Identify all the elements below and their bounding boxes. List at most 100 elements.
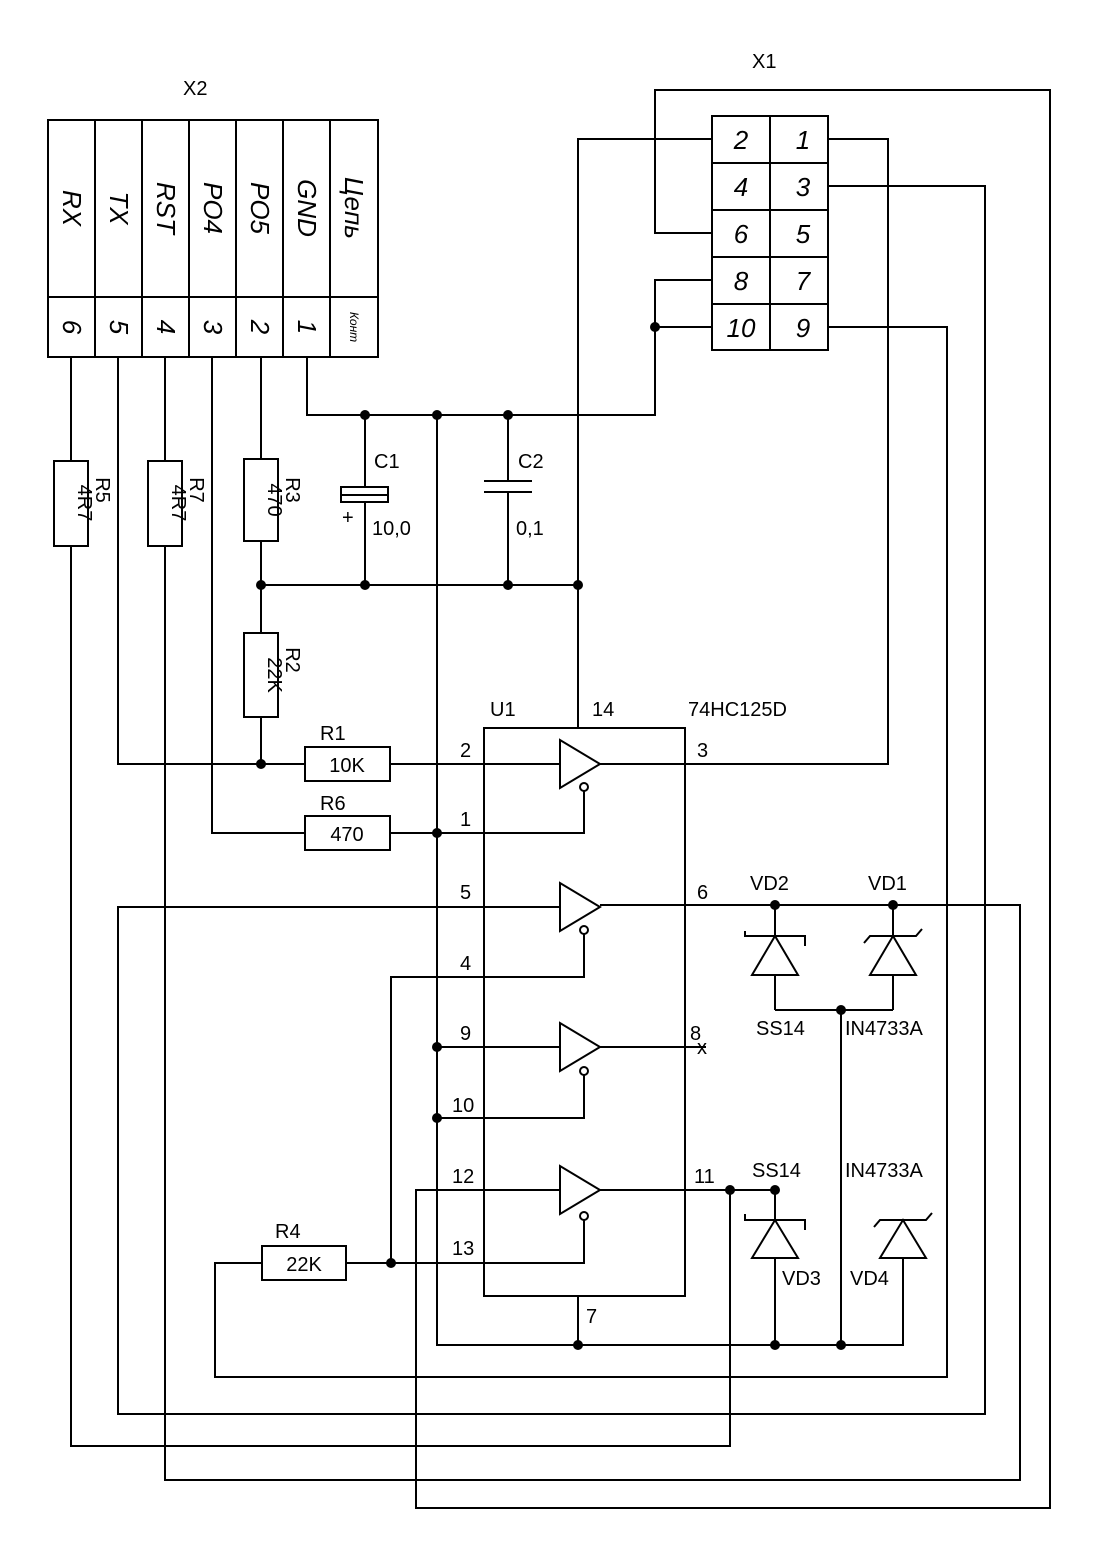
x2-pin-3: 3 [198, 320, 228, 335]
junction-dot [432, 410, 442, 420]
u1-pin-8: 8 [690, 1023, 701, 1045]
junction-dot [360, 410, 370, 420]
junction-dot [432, 828, 442, 838]
buffer-gate-4 [559, 1164, 602, 1221]
junction-dot [432, 1113, 442, 1123]
junction-dot [770, 1185, 780, 1195]
x2-pin-4: 4 [151, 320, 181, 334]
resistor-r7: 4R7 R7 [147, 460, 207, 547]
x2-signal-po4: PO4 [198, 182, 228, 234]
vd3-ref: VD3 [782, 1268, 821, 1290]
diode-vd2: VD2 SS14 [744, 873, 806, 1040]
u1-pin-9: 9 [460, 1023, 471, 1045]
junction-dot [888, 900, 898, 910]
u1-pin-6: 6 [697, 882, 708, 904]
x1-pin-9: 9 [796, 313, 810, 343]
vd4-part: IN4733A [845, 1160, 923, 1182]
r3-value: 470 [263, 483, 285, 516]
no-connect-mark: x [697, 1037, 707, 1059]
capacitor-c2: C2 0,1 [484, 451, 544, 540]
x2-ref: X2 [183, 78, 207, 100]
r5-value: 4R7 [73, 485, 95, 522]
junction-dot [573, 1340, 583, 1350]
junction-dot [770, 1340, 780, 1350]
x2-signal-rx: RX [57, 190, 87, 228]
junction-dot [503, 410, 513, 420]
wires [70, 89, 1051, 1509]
buffer-gate-2 [559, 881, 602, 935]
u1-pin-2: 2 [460, 740, 471, 762]
vd1-part: IN4733A [845, 1018, 923, 1040]
c1-polarity: + [342, 507, 354, 529]
resistor-r5: 4R7 R5 [53, 460, 113, 547]
u1-ref: U1 [490, 699, 516, 721]
resistor-r1: 10K R1 [304, 723, 391, 782]
vd2-ref: VD2 [750, 873, 789, 895]
r7-ref: R7 [185, 477, 207, 503]
r6-ref: R6 [320, 793, 346, 815]
resistor-r4: 22K R4 [261, 1221, 347, 1281]
r1-value: 10K [329, 755, 365, 777]
junction-dot [360, 580, 370, 590]
r4-ref: R4 [275, 1221, 301, 1243]
junction-dot [725, 1185, 735, 1195]
u1-pin-4: 4 [460, 953, 471, 975]
junction-dot [573, 580, 583, 590]
c2-ref: C2 [518, 451, 544, 473]
diode-vd3: VD3 SS14 [744, 1160, 821, 1290]
x2-signal-rst: RST [151, 182, 181, 236]
x1-pin-6: 6 [734, 219, 749, 249]
x2-pin-5: 5 [104, 320, 134, 335]
x1-pin-7: 7 [796, 266, 812, 296]
r7-value: 4R7 [167, 485, 189, 522]
x1-ref: X1 [752, 51, 776, 73]
c1-ref: C1 [374, 451, 400, 473]
x1-pin-5: 5 [796, 219, 811, 249]
u1-pin-1: 1 [460, 809, 471, 831]
junction-dot [256, 580, 266, 590]
resistor-r6: 470 R6 [304, 793, 391, 851]
capacitor-c1: C1 + 10,0 [340, 451, 411, 540]
connector-x1: X1 2 4 6 8 10 1 3 5 7 9 [711, 51, 829, 351]
junction-dot [503, 580, 513, 590]
r1-ref: R1 [320, 723, 346, 745]
x2-signal-po5: PO5 [245, 182, 275, 235]
junctions [256, 322, 898, 1350]
u1-pin-5: 5 [460, 882, 471, 904]
x2-pin-1: 1 [292, 320, 322, 334]
x1-pin-1: 1 [796, 125, 810, 155]
r2-value: 22K [263, 657, 285, 693]
junction-dot [256, 759, 266, 769]
u1-part: 74HC125D [688, 699, 787, 721]
ic-u1: U1 74HC125D 14 2 1 3 5 6 4 9 8 10 12 11 … [452, 699, 787, 1328]
x1-pin-8: 8 [734, 266, 749, 296]
x2-signal-gnd: GND [292, 179, 322, 237]
c2-value: 0,1 [516, 518, 544, 540]
x1-pin-4: 4 [734, 172, 748, 202]
x2-pin-2: 2 [245, 319, 275, 335]
junction-dot [770, 900, 780, 910]
c1-value: 10,0 [372, 518, 411, 540]
u1-pin-7: 7 [586, 1306, 597, 1328]
u1-pin-11: 11 [694, 1166, 715, 1188]
x2-header-pin: Конт [347, 312, 361, 342]
diode-vd1: VD1 IN4733A [845, 873, 923, 1040]
u1-pin-12: 12 [452, 1166, 474, 1188]
u1-pin-10: 10 [452, 1095, 474, 1117]
buffer-gate-1 [559, 738, 602, 792]
junction-dot [836, 1340, 846, 1350]
vd3-part: SS14 [752, 1160, 801, 1182]
connector-x2: X2 Цепь Конт GND PO5 PO4 RST TX RX 1 2 3… [47, 78, 379, 358]
r2-ref: R2 [281, 647, 303, 673]
diode-vd4: VD4 IN4733A [845, 1160, 933, 1290]
x2-pin-6: 6 [57, 320, 87, 335]
x1-pin-10: 10 [727, 313, 756, 343]
junction-dot [650, 322, 660, 332]
junction-dot [836, 1005, 846, 1015]
r5-ref: R5 [91, 477, 113, 503]
vd4-ref: VD4 [850, 1268, 889, 1290]
r3-ref: R3 [281, 477, 303, 503]
x2-signal-tx: TX [104, 191, 134, 226]
resistor-r3: 470 R3 [243, 458, 303, 542]
